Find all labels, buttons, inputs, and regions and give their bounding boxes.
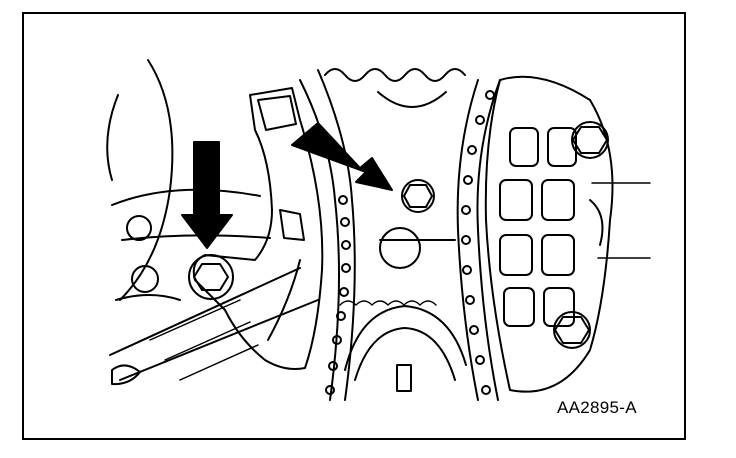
left-timing-chain [299, 69, 356, 401]
left-arrow [181, 141, 233, 249]
right-timing-chain [456, 79, 501, 401]
center-hub [379, 227, 456, 269]
lower-guide-bolt [553, 311, 591, 349]
upper-cam-sprocket [324, 68, 466, 108]
tensioner-arm [192, 87, 324, 370]
engine-block-outline [106, 59, 319, 386]
right-chain-guide [484, 75, 614, 393]
guide-bolt [401, 179, 435, 213]
tensioner-bolt [188, 254, 234, 300]
figure-code: AA2895-A [557, 398, 637, 417]
right-arrow [291, 122, 393, 191]
crankshaft-sprocket [339, 300, 467, 392]
upper-guide-bolt [571, 121, 609, 159]
callout-lines [591, 182, 651, 259]
